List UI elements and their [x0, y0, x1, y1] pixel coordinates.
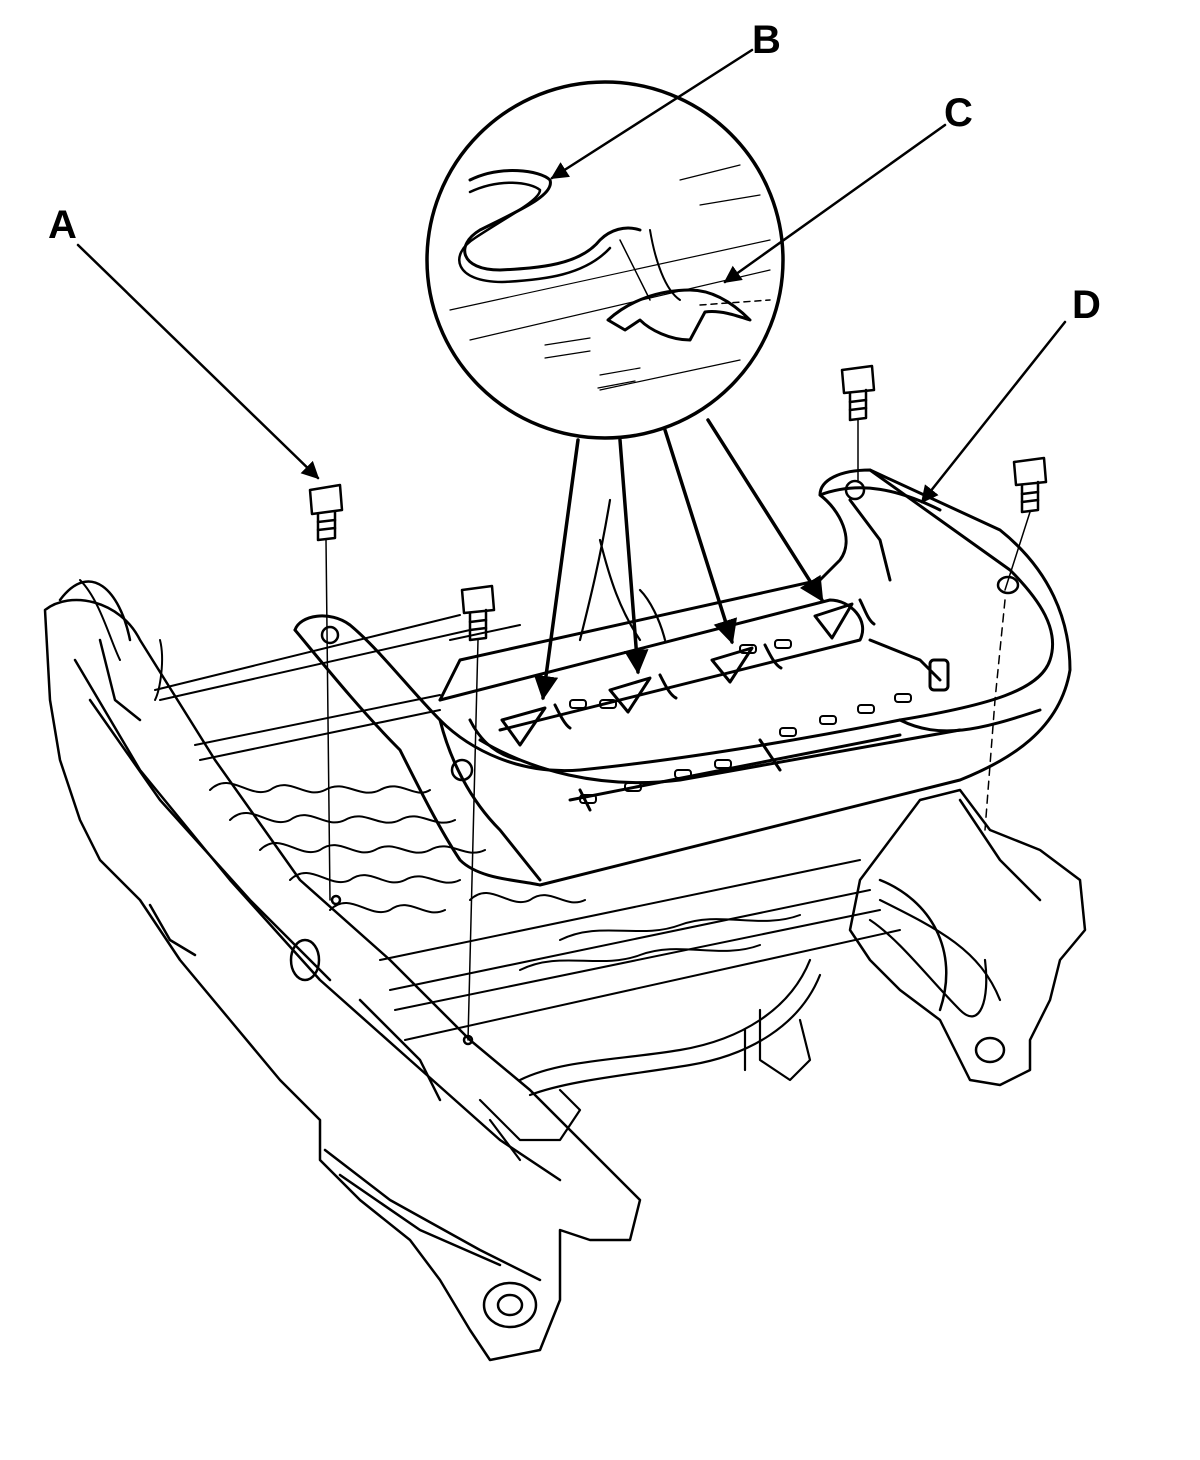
- frame-cross-members: [79, 579, 901, 1041]
- right-front-bracket: [848, 788, 1087, 1087]
- cushion-frame-pan: [293, 468, 1072, 887]
- detail-magnifier: [425, 80, 785, 440]
- callout-label-a: A: [48, 203, 77, 247]
- bolt-right-front: [984, 456, 1048, 831]
- callout-label-b: B: [752, 18, 781, 62]
- s-springs: [209, 782, 801, 971]
- magnifier-pointer-arrows: [533, 418, 824, 701]
- leader-lines: [76, 48, 1067, 504]
- bolt-right-rear: [840, 364, 876, 501]
- bolt-left-rear: [308, 483, 344, 906]
- bolt-left-front: [450, 584, 496, 1046]
- seat-clips: [500, 598, 876, 747]
- callout-label-d: D: [1072, 283, 1101, 327]
- left-seat-rail: [43, 580, 642, 1362]
- callout-label-c: C: [944, 91, 973, 135]
- wiring-harness: [478, 498, 1002, 1162]
